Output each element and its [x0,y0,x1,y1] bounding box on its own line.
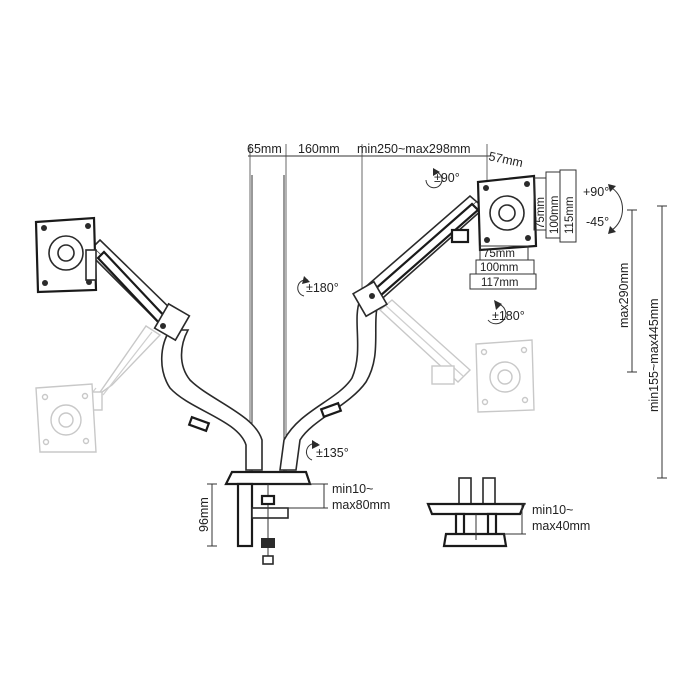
dim-height-max: max290mm [617,263,631,328]
rotation-labels: ±90° ±180° ±180° ±135° +90° -45° [297,168,623,461]
dim-160mm: 160mm [298,142,340,156]
desk-clamp: 96mm min10~ max80mm [197,470,390,565]
dim-65mm: 65mm [247,142,282,156]
grommet-mount: min10~ max40mm [426,477,590,548]
dim-arm-reach: min250~max298mm [357,142,471,156]
right-vesa-plate [476,174,538,252]
dim-vesa-w-75: 75mm [483,248,515,260]
dim-clamp-range-2: max80mm [332,498,390,512]
height-dimensions: max290mm min155~max445mm [617,205,667,479]
right-arm [352,194,486,318]
dim-vesa-h-100: 100mm [549,196,561,234]
dim-vesa-h-75: 75mm [535,197,547,229]
rotation-swivel-base: ±135° [316,446,349,460]
vesa-dimensions: 75mm 100mm 115mm 75mm 100mm 117mm [469,169,577,290]
dim-vesa-h-115: 115mm [564,197,576,235]
rotation-swivel-upper: ±180° [306,281,339,295]
rotation-tilt-up: +90° [583,185,609,199]
dim-clamp-height: 96mm [197,497,211,532]
dim-grommet-range-2: max40mm [532,519,590,533]
dim-vesa-w-117: 117mm [481,277,519,289]
dim-57mm: 57mm [487,149,524,170]
dim-vesa-w-100: 100mm [480,262,518,274]
rotation-pan-head: ±90° [434,171,460,185]
left-arm-ghost [35,325,162,453]
rotation-swivel-right: ±180° [492,309,525,323]
left-arm [86,238,191,342]
dim-grommet-range-1: min10~ [532,503,573,517]
dim-height-range: min155~max445mm [647,298,661,412]
rotation-tilt-down: -45° [586,215,609,229]
lower-arms [160,299,379,471]
right-arm-ghost [378,299,535,413]
left-vesa-plate [34,216,98,294]
dim-clamp-range-1: min10~ [332,482,373,496]
